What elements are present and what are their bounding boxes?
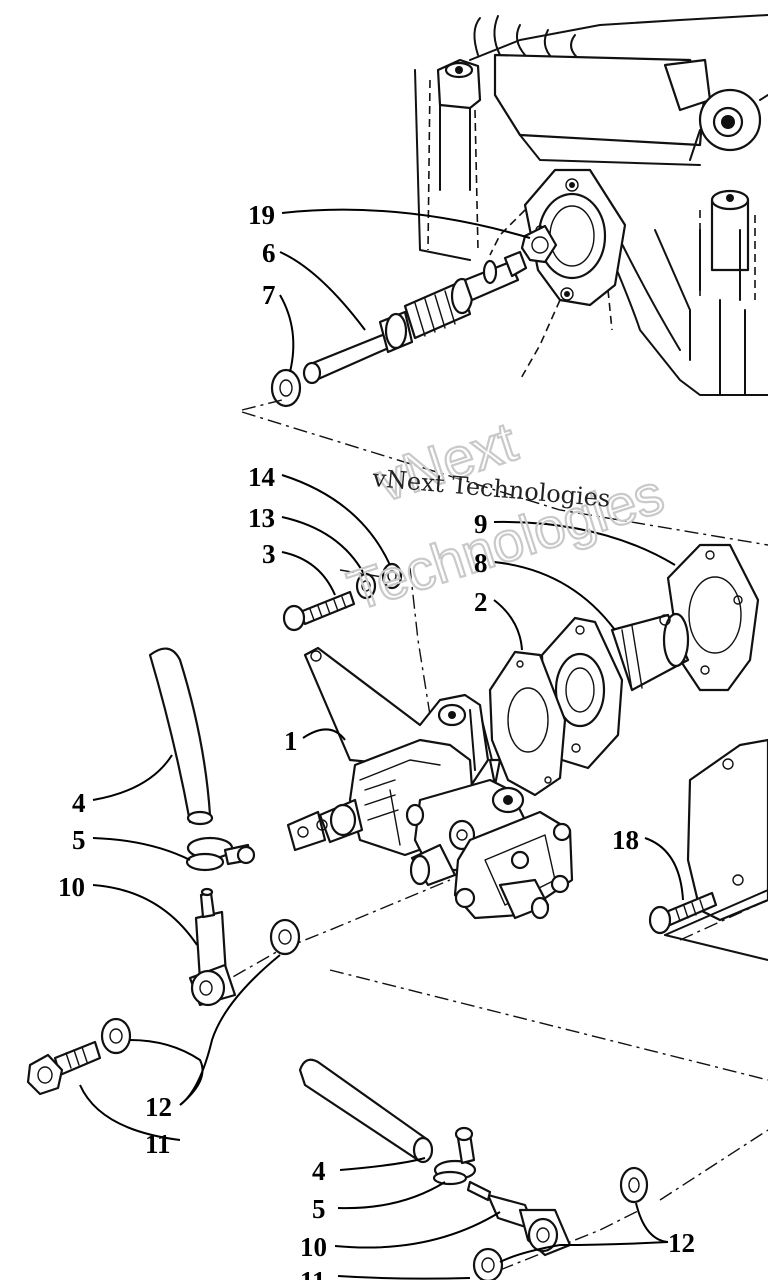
callout-5-upper: 5: [72, 825, 86, 855]
gasket-flange-drawing: [488, 543, 760, 797]
callout-4-lower: 4: [312, 1156, 326, 1186]
drive-gear-shaft-drawing: [270, 224, 558, 408]
callout-13: 13: [248, 503, 275, 533]
callout-6: 6: [262, 238, 276, 268]
callout-14: 14: [248, 462, 275, 492]
oil-pump-drawing: [286, 646, 574, 920]
callout-4-upper: 4: [72, 788, 86, 818]
callout-10-upper: 10: [58, 872, 85, 902]
callout-10-lower: 10: [300, 1232, 327, 1262]
assembly-center-lines: [209, 399, 768, 1271]
callout-leader-lines: [79, 208, 684, 1280]
callout-numbers: 19 6 7 14 13 3 9 8 2 1 4 5 10 18 12 11 4…: [58, 200, 695, 1280]
callout-11-lower: 11: [300, 1266, 326, 1280]
upper-hose-assembly-drawing: [26, 647, 301, 1096]
engine-case-drawing: [414, 14, 768, 396]
callout-5-lower: 5: [312, 1194, 326, 1224]
callout-7: 7: [262, 280, 276, 310]
callout-19: 19: [248, 200, 275, 230]
callout-3: 3: [262, 539, 276, 569]
callout-2: 2: [474, 587, 488, 617]
callout-9: 9: [474, 509, 488, 539]
callout-12-upper: 12: [145, 1092, 172, 1122]
callout-1: 1: [284, 726, 298, 756]
callout-11-upper: 11: [145, 1129, 171, 1159]
lower-hose-assembly-drawing: [298, 1058, 649, 1280]
plate-and-screw-drawing: [648, 738, 768, 961]
screw-and-washers-drawing: [282, 562, 403, 632]
callout-8: 8: [474, 548, 488, 578]
callout-12-lower: 12: [668, 1228, 695, 1258]
callout-18: 18: [612, 825, 639, 855]
